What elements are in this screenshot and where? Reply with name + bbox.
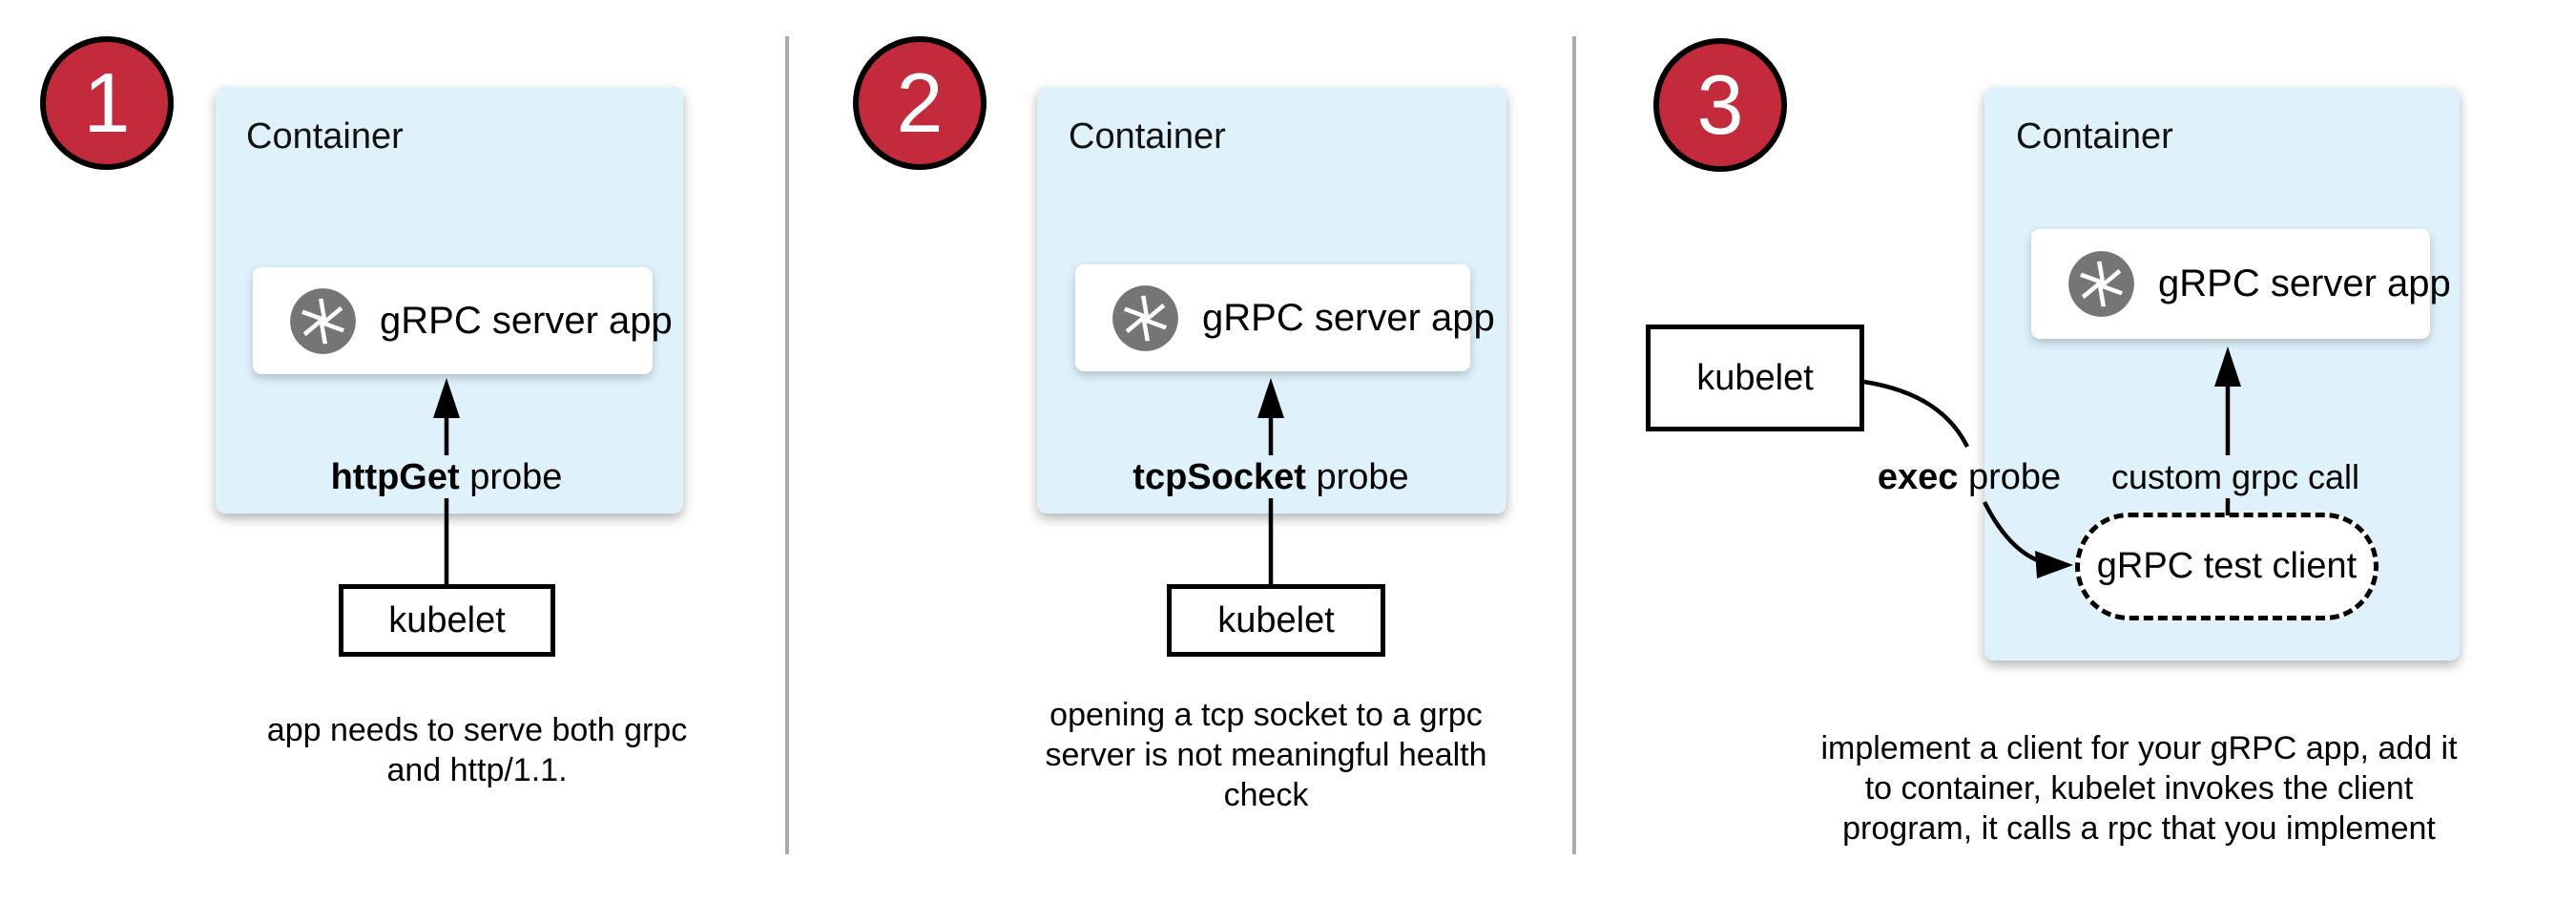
step-2-badge: 2: [853, 36, 987, 170]
container-label-3: Container: [2016, 116, 2173, 157]
grpc-test-client-label: gRPC test client: [2096, 546, 2358, 586]
aperture-icon: [2066, 248, 2137, 320]
caption-line: to container, kubelet invokes the client: [1864, 770, 2414, 807]
caption-line: check: [1223, 777, 1309, 813]
panel-divider-1: [785, 36, 789, 854]
probe-type: tcpSocket: [1132, 457, 1306, 497]
aperture-icon: [287, 285, 359, 357]
caption-line: and http/1.1.: [386, 752, 568, 788]
container-label-1: Container: [246, 116, 404, 157]
step-2-number: 2: [896, 55, 944, 150]
probe-word: probe: [469, 457, 563, 497]
grpc-server-app-box-1: gRPC server app: [253, 267, 673, 374]
custom-grpc-call-label: custom grpc call: [2110, 457, 2360, 496]
kubelet-label: kubelet: [388, 599, 506, 640]
kubelet-box-2: kubelet: [1167, 584, 1385, 657]
grpc-server-app-label: gRPC server app: [2158, 262, 2451, 304]
step-1-badge: 1: [40, 36, 174, 170]
caption-2: opening a tcp socket to a grpc server is…: [1045, 695, 1486, 815]
httpget-probe-label: httpGet probe: [331, 458, 563, 496]
caption-1: app needs to serve both grpc and http/1.…: [267, 710, 687, 790]
grpc-server-app-box-2: gRPC server app: [1075, 264, 1495, 371]
probe-word: probe: [1316, 457, 1409, 497]
grpc-server-app-label: gRPC server app: [1202, 296, 1495, 339]
caption-line: implement a client for your gRPC app, ad…: [1820, 730, 2458, 766]
probe-word: probe: [1967, 457, 2062, 497]
grpc-server-app-label: gRPC server app: [380, 299, 673, 342]
container-label-2: Container: [1069, 116, 1226, 157]
kubelet-label: kubelet: [1696, 357, 1814, 398]
tcpsocket-probe-label: tcpSocket probe: [1132, 458, 1408, 496]
grpc-test-client-box: gRPC test client: [2075, 513, 2379, 620]
kubelet-box-3: kubelet: [1646, 325, 1864, 431]
exec-probe-label: exec probe: [1878, 458, 2061, 496]
caption-line: app needs to serve both grpc: [266, 712, 688, 748]
probe-type: exec: [1877, 457, 1959, 497]
caption-line: program, it calls a rpc that you impleme…: [1842, 810, 2436, 847]
probe-type: httpGet: [330, 457, 460, 497]
step-3-number: 3: [1696, 57, 1744, 152]
kubelet-box-1: kubelet: [339, 584, 555, 657]
step-3-badge: 3: [1653, 38, 1787, 172]
aperture-icon: [1110, 283, 1181, 354]
kubelet-label: kubelet: [1217, 599, 1335, 640]
exec-curve-upper: [1863, 379, 1970, 449]
caption-line: opening a tcp socket to a grpc: [1049, 697, 1483, 733]
caption-line: server is not meaningful health: [1045, 737, 1487, 773]
panel-divider-2: [1572, 36, 1576, 854]
step-1-number: 1: [83, 55, 131, 150]
grpc-server-app-box-3: gRPC server app: [2031, 229, 2451, 339]
caption-3: implement a client for your gRPC app, ad…: [1820, 728, 2457, 849]
